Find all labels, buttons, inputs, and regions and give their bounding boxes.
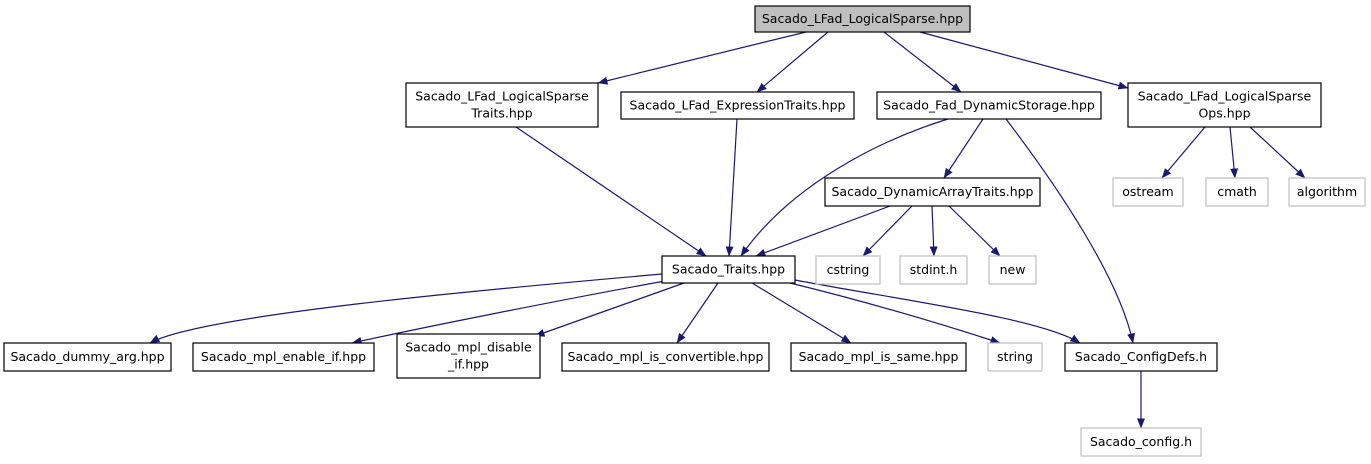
node-label: Sacado_LFad_LogicalSparse — [415, 89, 589, 104]
node-ostream: ostream — [1112, 177, 1184, 207]
node-label: ostream — [1122, 184, 1173, 199]
edge-root-to-lsOps — [919, 31, 1129, 90]
edge-traits-to-isSame — [751, 282, 852, 344]
node-box — [1288, 177, 1366, 207]
edge-root-to-lsTraits — [597, 31, 807, 85]
node-box — [824, 177, 1041, 207]
node-dummyArg[interactable]: Sacado_dummy_arg.hpp — [3, 342, 172, 372]
node-label: Sacado_mpl_is_same.hpp — [799, 349, 959, 364]
node-label: cmath — [1217, 184, 1257, 199]
edge-traits-to-isConvertible — [676, 282, 719, 344]
node-label: Sacado_LFad_ExpressionTraits.hpp — [630, 98, 846, 113]
node-root[interactable]: Sacado_LFad_LogicalSparse.hpp — [754, 5, 971, 33]
node-box — [899, 255, 968, 285]
node-label: Sacado_ConfigDefs.h — [1075, 349, 1207, 364]
node-dynStorage[interactable]: Sacado_Fad_DynamicStorage.hpp — [876, 91, 1102, 120]
node-label: _if.hpp — [447, 357, 489, 372]
node-label: Sacado_LFad_LogicalSparse — [1138, 89, 1312, 104]
node-label: Sacado_mpl_is_convertible.hpp — [568, 349, 764, 364]
node-box — [192, 342, 375, 372]
edges-layer — [149, 31, 1306, 429]
node-box — [790, 342, 967, 372]
edge-dynArray-to-stdint — [929, 205, 938, 257]
edge-dynArray-to-traits — [755, 205, 891, 257]
node-traits[interactable]: Sacado_Traits.hpp — [661, 255, 796, 284]
edge-traits-to-dummyArg — [149, 273, 663, 344]
node-label: Ops.hpp — [1198, 106, 1250, 121]
node-new: new — [988, 255, 1037, 285]
edge-dynStorage-to-traits — [740, 118, 949, 257]
node-label: new — [1000, 262, 1026, 277]
node-label: Sacado_dummy_arg.hpp — [10, 349, 164, 364]
node-dynArray[interactable]: Sacado_DynamicArrayTraits.hpp — [824, 177, 1041, 207]
node-box — [988, 255, 1037, 285]
edge-lsOps-to-cmath — [1229, 126, 1239, 179]
node-label: algorithm — [1297, 184, 1357, 199]
node-box — [561, 342, 770, 372]
edge-exprTraits-to-traits — [725, 118, 738, 257]
nodes-layer: Sacado_LFad_LogicalSparse.hppSacado_LFad… — [3, 5, 1366, 457]
edge-lsOps-to-ostream — [1161, 126, 1206, 179]
edge-dynArray-to-cstring — [862, 205, 913, 257]
node-box — [987, 342, 1043, 372]
node-algorithm: algorithm — [1288, 177, 1366, 207]
node-box — [1064, 342, 1218, 372]
node-box — [815, 255, 881, 285]
node-label: cstring — [827, 262, 870, 277]
node-box — [396, 333, 541, 379]
edge-dynArray-to-new — [948, 205, 1001, 257]
node-box — [1127, 82, 1322, 128]
node-box — [620, 91, 855, 120]
node-config: Sacado_config.h — [1080, 427, 1202, 457]
node-label: Sacado_LFad_LogicalSparse.hpp — [762, 11, 963, 26]
node-label: Sacado_DynamicArrayTraits.hpp — [831, 184, 1033, 199]
edge-root-to-exprTraits — [756, 31, 829, 93]
edge-lsTraits-to-traits — [515, 126, 707, 257]
node-label: Traits.hpp — [470, 106, 532, 121]
node-box — [405, 82, 599, 128]
node-box — [876, 91, 1102, 120]
node-string: string — [987, 342, 1043, 372]
node-box — [661, 255, 796, 284]
node-box — [754, 5, 971, 33]
node-cmath: cmath — [1205, 177, 1269, 207]
edge-dynStorage-to-dynArray — [943, 118, 984, 179]
node-box — [1112, 177, 1184, 207]
node-isConvertible[interactable]: Sacado_mpl_is_convertible.hpp — [561, 342, 770, 372]
node-label: Sacado_config.h — [1090, 434, 1192, 449]
node-label: stdint.h — [910, 262, 958, 277]
node-disableIf[interactable]: Sacado_mpl_disable _if.hpp — [396, 333, 541, 379]
node-label: Sacado_Fad_DynamicStorage.hpp — [883, 98, 1095, 113]
edge-traits-to-string — [789, 282, 1001, 344]
node-configDefs[interactable]: Sacado_ConfigDefs.h — [1064, 342, 1218, 372]
node-cstring: cstring — [815, 255, 881, 285]
node-label: Sacado_Traits.hpp — [672, 262, 785, 277]
edge-traits-to-disableIf — [534, 282, 685, 337]
node-box — [1080, 427, 1202, 457]
node-stdint: stdint.h — [899, 255, 968, 285]
node-label: Sacado_mpl_enable_if.hpp — [201, 349, 366, 364]
node-label: string — [997, 349, 1033, 364]
node-box — [3, 342, 172, 372]
edge-root-to-dynStorage — [883, 31, 962, 93]
node-isSame[interactable]: Sacado_mpl_is_same.hpp — [790, 342, 967, 372]
node-exprTraits[interactable]: Sacado_LFad_ExpressionTraits.hpp — [620, 91, 855, 120]
node-enableIf[interactable]: Sacado_mpl_enable_if.hpp — [192, 342, 375, 372]
node-label: Sacado_mpl_disable — [405, 340, 532, 355]
edge-traits-to-enableIf — [351, 280, 666, 345]
edge-dynStorage-to-configDefs — [1005, 118, 1135, 344]
node-box — [1205, 177, 1269, 207]
edge-traits-to-configDefs — [794, 279, 1081, 344]
edge-lsOps-to-algorithm — [1249, 126, 1306, 179]
